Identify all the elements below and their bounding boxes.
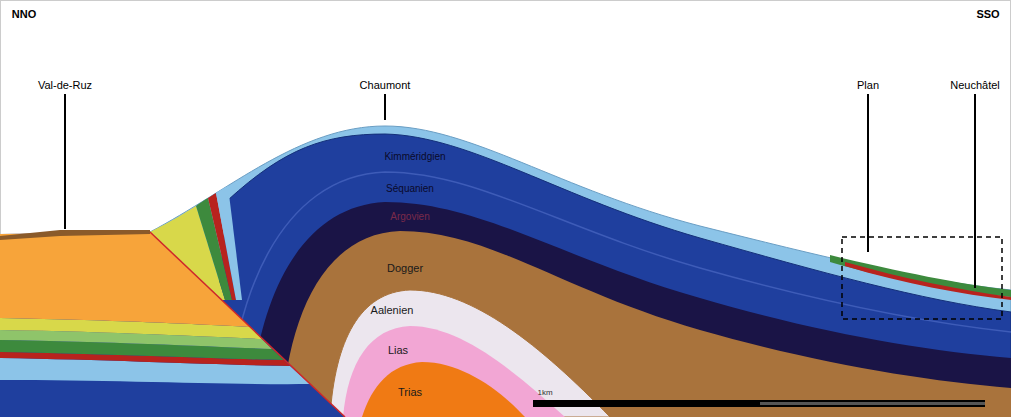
lias-layer bbox=[343, 326, 565, 417]
layer-name: Argovien bbox=[390, 211, 429, 222]
layer-boundary bbox=[228, 172, 1011, 417]
leader-line bbox=[64, 94, 66, 229]
fault-line bbox=[150, 232, 345, 417]
direction-label: SSO bbox=[976, 8, 999, 20]
footwall-block bbox=[0, 232, 345, 417]
layer-name: Trias bbox=[398, 386, 422, 398]
argovien-layer bbox=[250, 202, 1011, 417]
inset-frame bbox=[842, 237, 1002, 319]
scale-label: 1km bbox=[537, 389, 552, 398]
malm-layer bbox=[205, 134, 1011, 417]
scale-bar bbox=[760, 402, 985, 405]
place-name: Plan bbox=[857, 79, 879, 91]
place-name: Chaumont bbox=[360, 79, 411, 91]
malm-layer bbox=[0, 380, 345, 417]
aalenien-layer bbox=[330, 290, 610, 417]
layer-name: Dogger bbox=[387, 262, 423, 274]
molasse-layer bbox=[0, 232, 250, 327]
leader-line bbox=[867, 94, 869, 252]
place-name: Val-de-Ruz bbox=[38, 79, 92, 91]
leader-line bbox=[974, 94, 976, 288]
cretaceous-layer bbox=[216, 186, 242, 300]
layer-name: Kimméridgien bbox=[384, 151, 445, 162]
layer-name: Lias bbox=[388, 344, 408, 356]
leader-line bbox=[384, 94, 386, 120]
quaternary-cover bbox=[0, 230, 150, 240]
scale-bar bbox=[533, 400, 985, 407]
place-name: Neuchâtel bbox=[950, 79, 1000, 91]
layer-name: Aalenien bbox=[371, 304, 414, 316]
trias-layer bbox=[362, 362, 525, 417]
direction-label: NNO bbox=[12, 8, 36, 20]
layer-name: Séquanien bbox=[386, 183, 434, 194]
dogger-layer bbox=[282, 231, 1011, 417]
